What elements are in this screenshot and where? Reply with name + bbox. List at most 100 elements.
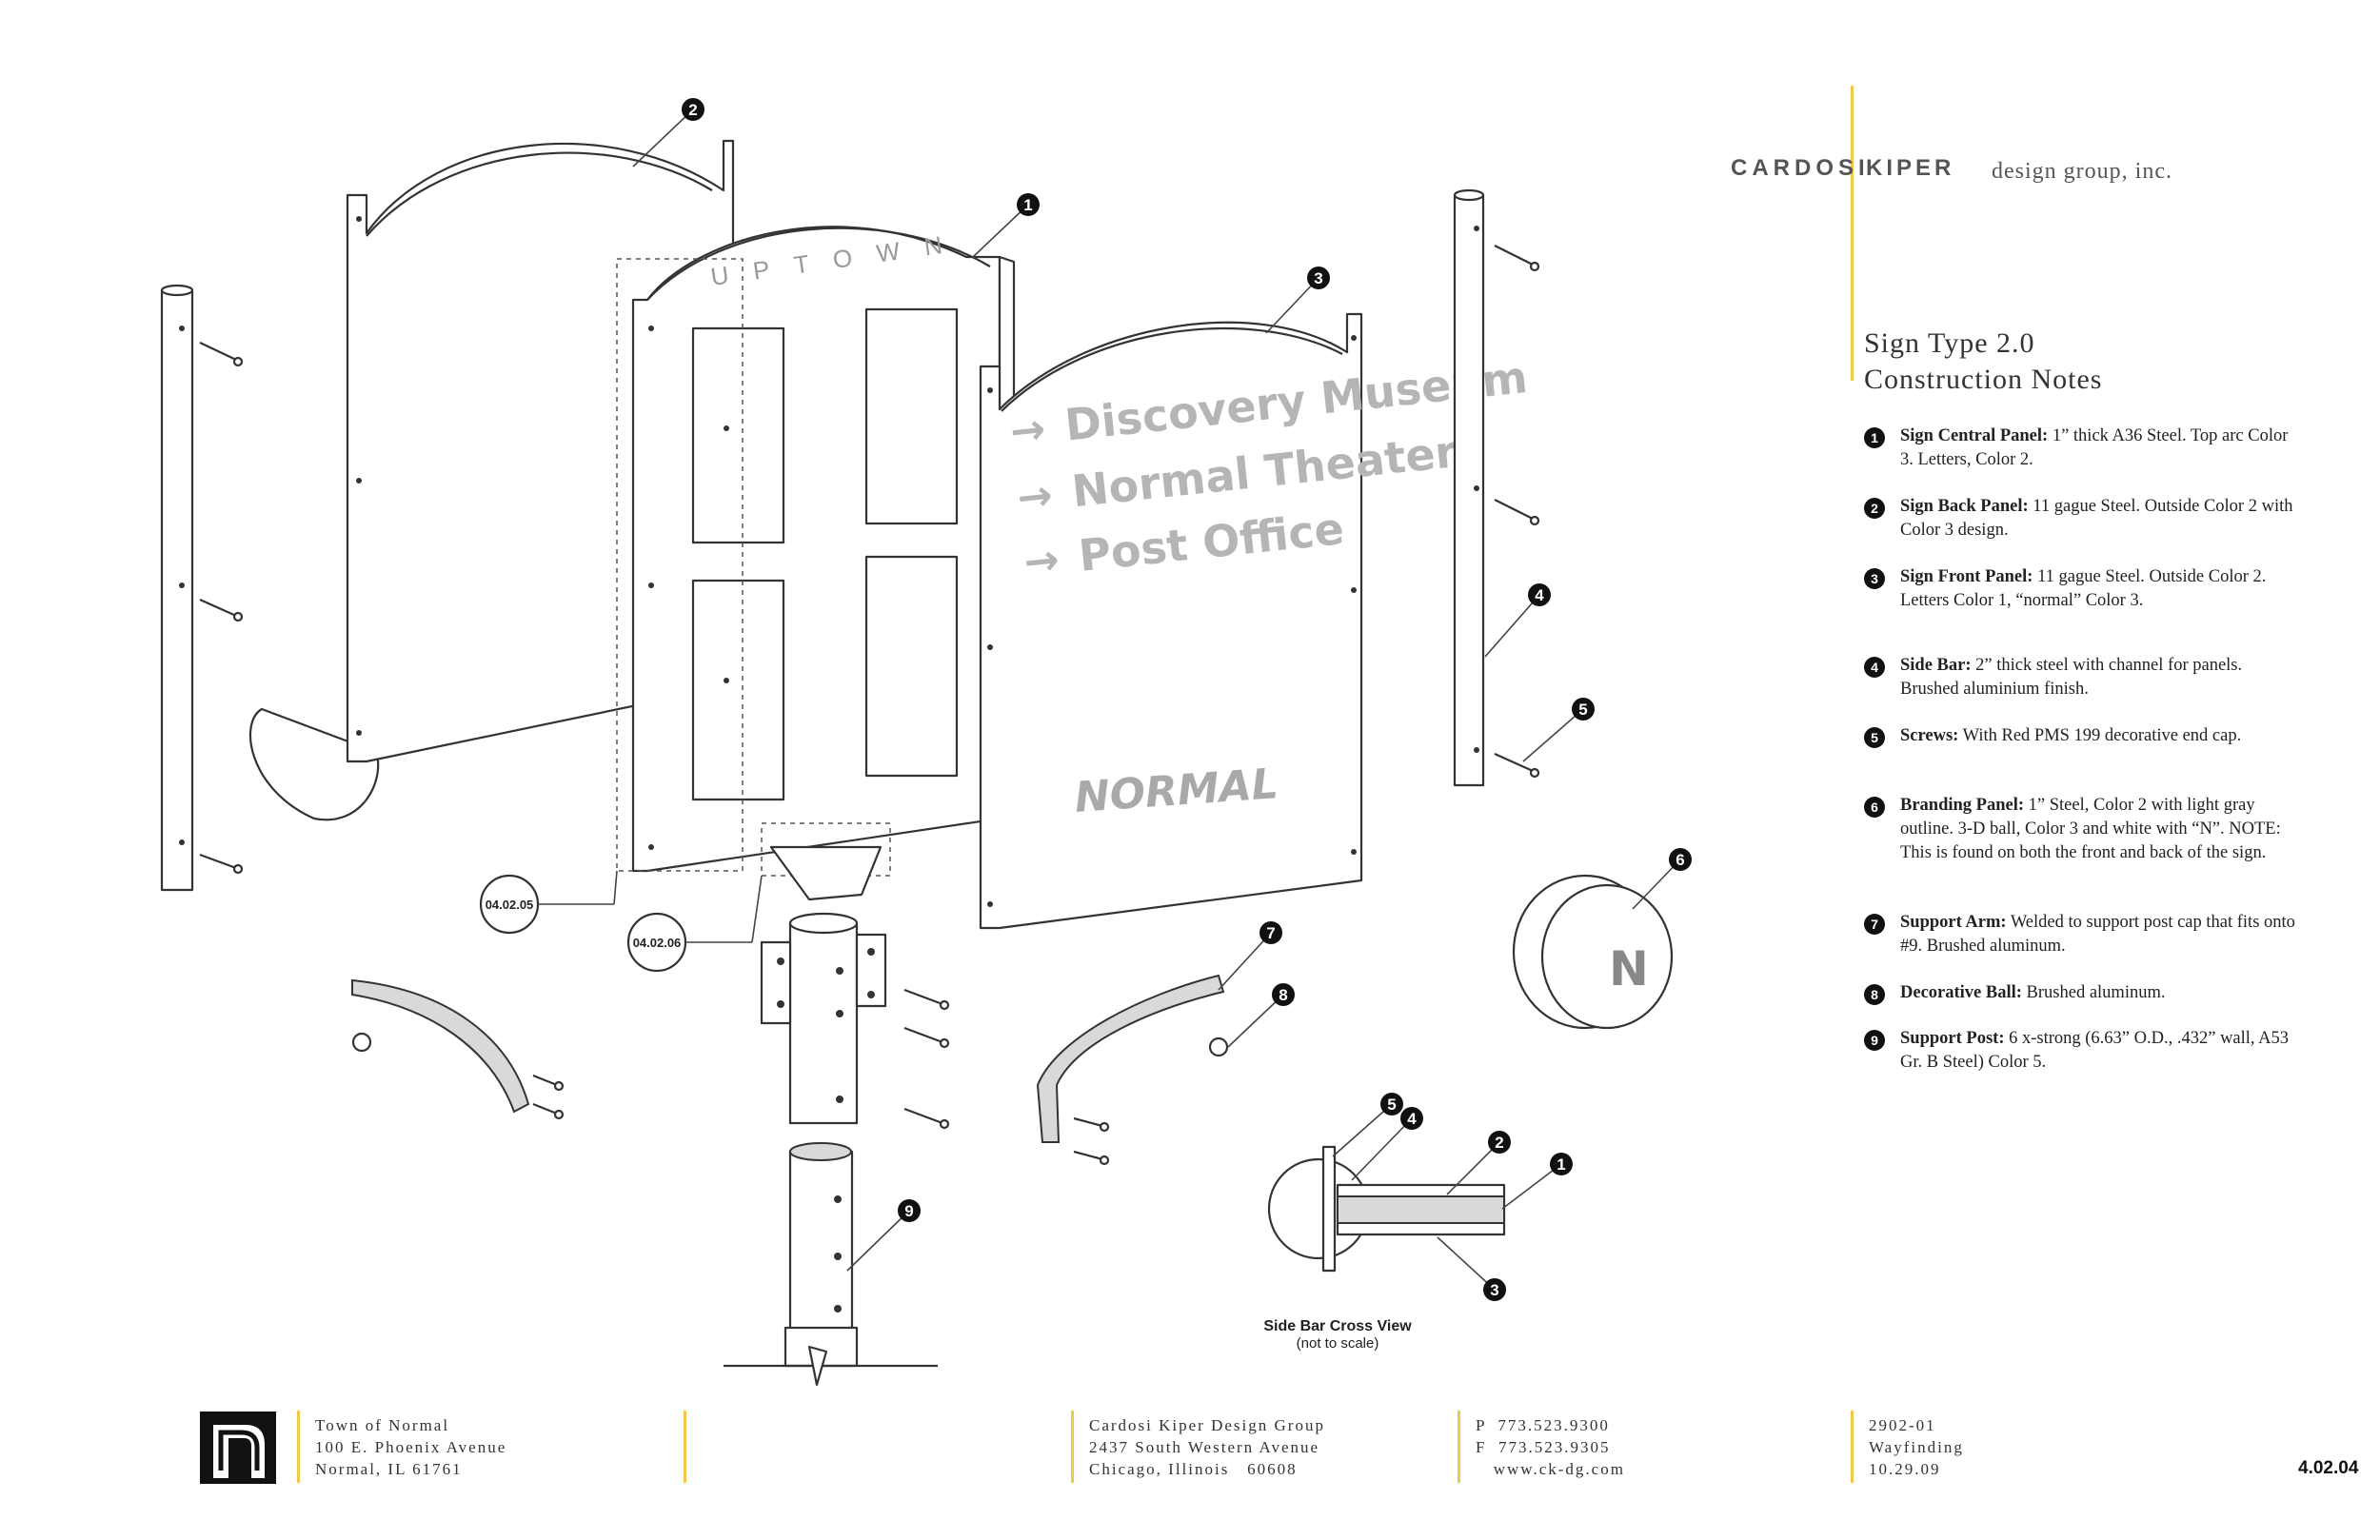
note-label: Branding Panel: (1900, 796, 2025, 815)
note-number: 2 (1864, 498, 1885, 519)
footer-divider-2 (684, 1411, 686, 1483)
firm-address: Cardosi Kiper Design Group 2437 South Wes… (1089, 1414, 1325, 1480)
note-text: 2” thick steel with channel for panels. … (1900, 656, 2243, 699)
svg-text:1: 1 (1557, 1155, 1565, 1174)
note-label: Support Post: (1900, 1029, 2005, 1048)
note-number: 1 (1864, 427, 1885, 448)
cross-callout-3: 3 (1483, 1278, 1506, 1301)
svg-text:6: 6 (1676, 851, 1684, 869)
client-line-2: 100 E. Phoenix Avenue (315, 1438, 507, 1456)
contact-fax: F 773.523.9305 (1476, 1438, 1611, 1456)
right-side-bar (1453, 188, 1540, 787)
client-line-1: Town of Normal (315, 1416, 450, 1434)
contact-web: www.ck-dg.com (1476, 1460, 1625, 1478)
callout-3: 3 (1307, 267, 1330, 289)
detail-ref-04-02-05: 04.02.05 (479, 870, 618, 935)
footer-divider-5 (1851, 1411, 1854, 1483)
svg-text:3: 3 (1314, 269, 1322, 287)
support-post (724, 1142, 938, 1387)
callout-4: 4 (1528, 583, 1551, 606)
cross-callout-4: 4 (1400, 1107, 1423, 1130)
svg-text:9: 9 (904, 1202, 913, 1220)
note-number: 4 (1864, 657, 1885, 678)
svg-text:2: 2 (688, 101, 697, 119)
support-post-cap (760, 912, 950, 1130)
left-support-arm (351, 978, 565, 1120)
cross-callout-2: 2 (1488, 1131, 1511, 1154)
project-name: Wayfinding (1869, 1438, 1964, 1456)
firm-line-1: Cardosi Kiper Design Group (1089, 1416, 1325, 1434)
callout-2: 2 (682, 98, 704, 121)
cross-view-note: (not to scale) (1296, 1335, 1379, 1352)
title-line-1: Sign Type 2.0 (1864, 327, 2035, 359)
note-number: 7 (1864, 914, 1885, 935)
svg-text:8: 8 (1279, 986, 1287, 1004)
page-number: 4.02.04 (2298, 1458, 2359, 1478)
brand-suffix: design group, inc. (1992, 159, 2172, 184)
firm-line-2: 2437 South Western Avenue (1089, 1438, 1320, 1456)
note-number: 3 (1864, 568, 1885, 589)
contact-phone: P 773.523.9300 (1476, 1416, 1610, 1434)
note-label: Sign Central Panel: (1900, 426, 2049, 445)
callout-7: 7 (1259, 921, 1282, 944)
note-number: 6 (1864, 797, 1885, 818)
cross-callout-1: 1 (1550, 1153, 1573, 1175)
note-number: 8 (1864, 984, 1885, 1005)
branding-n: N (1609, 941, 1649, 997)
cross-view-title: Side Bar Cross View (1263, 1318, 1412, 1334)
left-side-bar (160, 284, 194, 892)
front-arrow-2: → (1015, 471, 1055, 523)
branding-panel: N (1512, 874, 1674, 1030)
note-number: 5 (1864, 727, 1885, 748)
cross-callout-5: 5 (1380, 1093, 1403, 1116)
note-text: 6 x-strong (6.63” O.D., .432” wall, A53 … (1900, 1029, 2290, 1072)
svg-text:5: 5 (1387, 1096, 1396, 1114)
left-screws (199, 342, 244, 875)
svg-text:1: 1 (1023, 196, 1032, 214)
callout-8: 8 (1272, 983, 1295, 1006)
callout-9: 9 (898, 1199, 921, 1222)
note-text: Brushed aluminum. (2021, 983, 2166, 1002)
front-panel: → Discovery Museum → Normal Theater → Po… (979, 312, 1530, 930)
front-arrow-3: → (1021, 535, 1061, 587)
svg-text:5: 5 (1578, 701, 1587, 719)
title-line-2: Construction Notes (1864, 364, 2103, 395)
detail-ref-label-1: 04.02.05 (486, 898, 534, 912)
note-label: Support Arm: (1900, 913, 2007, 932)
note-text: With Red PMS 199 decorative end cap. (1958, 726, 2242, 745)
note-text: 11 gague Steel. Outside Color 2 with Col… (1900, 497, 2293, 540)
svg-text:3: 3 (1490, 1281, 1498, 1299)
footer-divider-4 (1458, 1411, 1460, 1483)
brand-primary: CARDOSI (1731, 155, 1870, 181)
note-label: Sign Back Panel: (1900, 497, 2029, 516)
footer-divider-1 (297, 1411, 300, 1483)
right-support-arm (1036, 974, 1229, 1166)
note-number: 9 (1864, 1030, 1885, 1051)
note-label: Screws: (1900, 726, 1959, 745)
detail-ref-04-02-06: 04.02.06 (626, 875, 763, 973)
footer-divider-3 (1071, 1411, 1074, 1483)
note-label: Side Bar: (1900, 656, 1972, 675)
front-arrow-1: → (1008, 405, 1048, 457)
detail-ref-label-2: 04.02.06 (633, 936, 682, 950)
callout-1: 1 (1017, 193, 1040, 216)
note-label: Sign Front Panel: (1900, 567, 2033, 586)
project-number: 2902-01 (1869, 1416, 1936, 1434)
callout-leaders (632, 109, 1681, 1291)
central-panel: UPTOWN (631, 226, 1016, 873)
side-bar-cross-view (1267, 1145, 1506, 1273)
firm-line-3: Chicago, Illinois 60608 (1089, 1460, 1298, 1478)
note-text: 1” Steel, Color 2 with light gray outlin… (1900, 796, 2281, 862)
note-text: Welded to support post cap that fits ont… (1900, 913, 2295, 956)
svg-text:2: 2 (1495, 1134, 1503, 1152)
note-label: Decorative Ball: (1900, 983, 2022, 1002)
callout-6: 6 (1669, 848, 1692, 871)
svg-text:7: 7 (1266, 924, 1275, 942)
svg-text:4: 4 (1535, 586, 1544, 604)
page-title: Sign Type 2.0 Construction Notes (1864, 326, 2103, 398)
cross-view-caption: Side Bar Cross View (not to scale) (1228, 1318, 1447, 1352)
callout-5: 5 (1572, 698, 1595, 721)
